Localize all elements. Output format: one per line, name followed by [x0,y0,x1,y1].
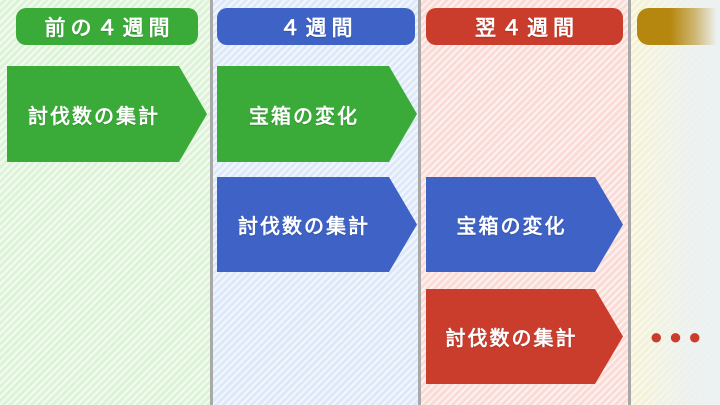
header-previous-4-weeks: 前の４週間 [16,8,198,45]
ellipsis-dots-icon: ●●● [649,324,708,349]
arrow-treasure-chest-change-current: 宝箱の変化 [217,66,417,162]
arrow-treasure-chest-change-next: 宝箱の変化 [426,177,623,272]
arrow-kill-count-summary-current: 討伐数の集計 [217,177,417,272]
column-previous-4-weeks: 前の４週間 討伐数の集計 [0,0,210,405]
column-next-4-weeks: 翌４週間 宝箱の変化 討伐数の集計 [421,0,628,405]
column-future-continuation: ●●● [631,0,720,405]
arrow-kill-count-summary-next: 討伐数の集計 [426,289,623,384]
arrow-kill-count-summary-previous: 討伐数の集計 [7,66,207,162]
column-current-4-weeks: ４週間 宝箱の変化 討伐数の集計 [213,0,418,405]
header-current-4-weeks: ４週間 [217,8,415,45]
header-future-fading-badge [637,8,720,45]
header-next-4-weeks: 翌４週間 [426,8,623,45]
